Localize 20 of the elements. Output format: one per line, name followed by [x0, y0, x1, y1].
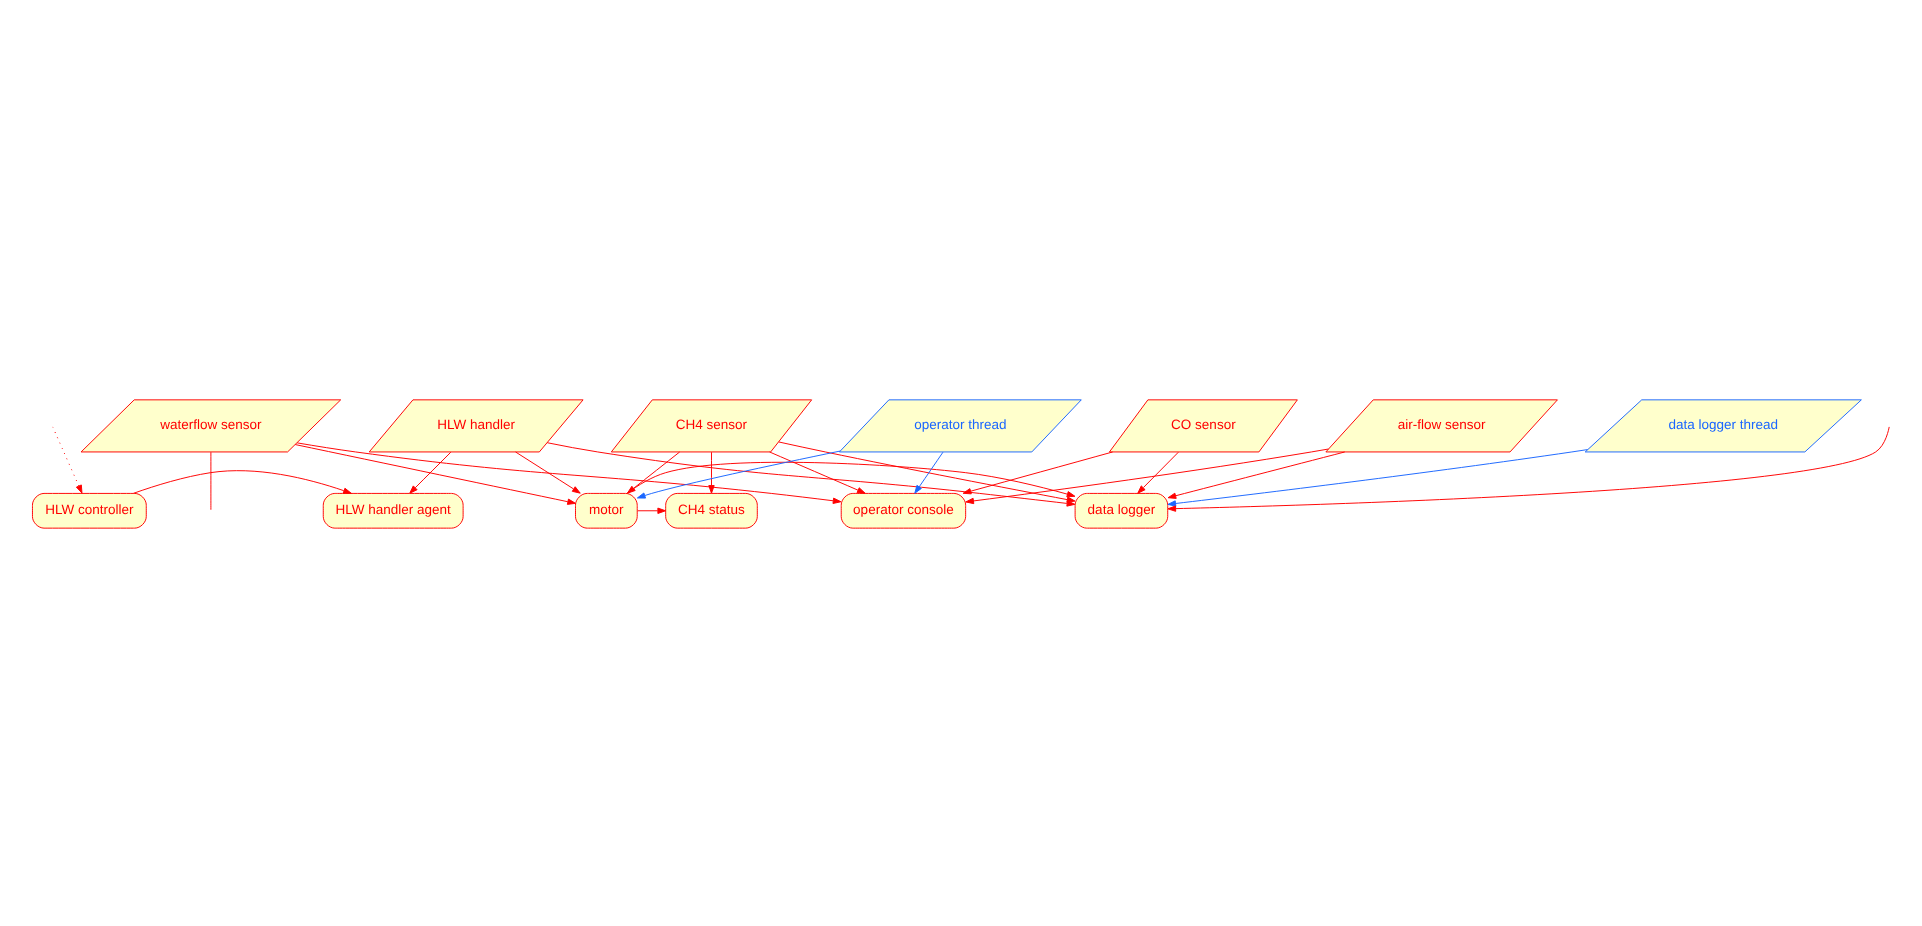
arrow [1167, 448, 1588, 506]
arrow [546, 441, 1076, 506]
arrow [515, 450, 581, 493]
connector [210, 450, 212, 510]
arrow [708, 450, 715, 493]
arrow [1167, 425, 1890, 511]
arrow [52, 425, 83, 493]
arrow [778, 440, 1076, 502]
arrow [1137, 450, 1179, 493]
arrow [636, 449, 841, 498]
arrow [965, 447, 1329, 504]
arrow [914, 450, 944, 493]
arrow [296, 441, 842, 503]
arrow [962, 450, 1114, 494]
arrow [132, 469, 352, 493]
arrow [409, 450, 452, 493]
arrow [294, 443, 576, 504]
arrow [769, 450, 866, 493]
arrow [1167, 450, 1346, 498]
arrow [637, 506, 667, 513]
